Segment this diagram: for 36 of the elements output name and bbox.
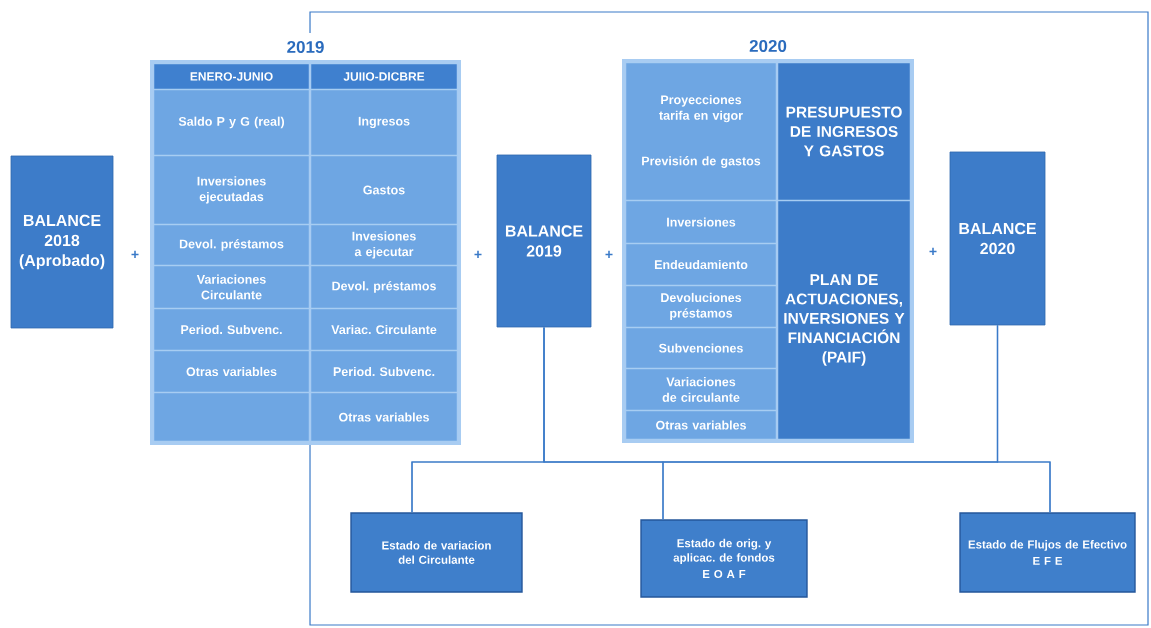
table-cell: Devol. préstamos bbox=[153, 224, 310, 266]
table-cell: Subvenciones bbox=[625, 327, 777, 369]
plus-sign: + bbox=[929, 247, 937, 255]
table-cell: Endeudamiento bbox=[625, 243, 777, 286]
table-cell: Saldo P y G (real) bbox=[153, 89, 310, 156]
table-cell: Inversiones bbox=[625, 200, 777, 244]
plus-sign: + bbox=[131, 250, 139, 258]
balance-box: BALANCE 2020 bbox=[949, 151, 1046, 326]
statement-box: Estado de orig. y aplicac. de fondos E O A F bbox=[640, 519, 808, 598]
table-cell: Gastos bbox=[310, 155, 458, 225]
table-cell: Period. Subvenc. bbox=[310, 350, 458, 393]
table-cell: Otras variables bbox=[310, 392, 458, 442]
header-cell: JUIIO-DICBRE bbox=[310, 63, 458, 90]
table-cell: Variac. Circulante bbox=[310, 308, 458, 351]
balance-box: BALANCE 2019 bbox=[496, 154, 592, 328]
statement-box: Estado de Flujos de Efectivo E F E bbox=[959, 512, 1136, 593]
table-cell: Period. Subvenc. bbox=[153, 308, 310, 351]
table-cell: PRESUPUESTO DE INGRESOS Y GASTOS bbox=[777, 62, 911, 201]
table-cell: Devoluciones préstamos bbox=[625, 285, 777, 328]
table-cell: Variaciones Circulante bbox=[153, 265, 310, 309]
connector-line bbox=[996, 324, 1051, 513]
header-cell: ENERO-JUNIO bbox=[153, 63, 310, 90]
plus-sign: + bbox=[474, 250, 482, 258]
plus-sign: + bbox=[605, 250, 613, 258]
table-cell: PLAN DE ACTUACIONES, INVERSIONES Y FINANCIACIÓN (PAIF) bbox=[777, 200, 911, 440]
table-cell: Otras variables bbox=[625, 410, 777, 440]
table-title: 2019 bbox=[287, 40, 324, 53]
balance-box: BALANCE 2018 (Aprobado) bbox=[10, 155, 114, 329]
table-cell: Otras variables bbox=[153, 350, 310, 393]
table-cell: Inversiones ejecutadas bbox=[153, 155, 310, 225]
table-cell: Variaciones de circulante bbox=[625, 368, 777, 411]
table-cell: Devol. préstamos bbox=[310, 265, 458, 309]
table-title: 2020 bbox=[749, 39, 787, 52]
table-cell: Invesiones a ejecutar bbox=[310, 224, 458, 266]
statement-box: Estado de variacion del Circulante bbox=[350, 512, 523, 593]
table-cell: Ingresos bbox=[310, 89, 458, 156]
